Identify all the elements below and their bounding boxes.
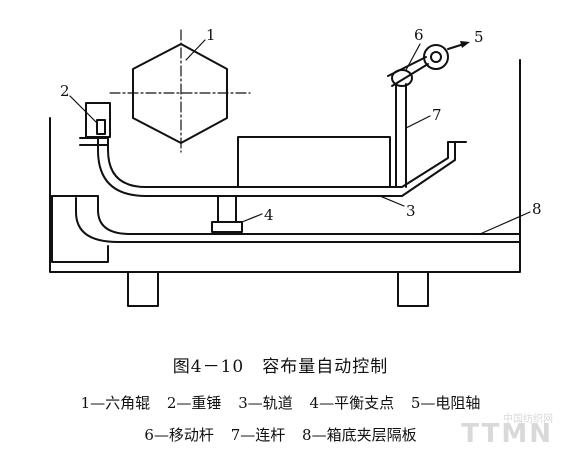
legend-row: 6—移动杆 7—连杆 8—箱底夹层隔板 — [0, 424, 561, 445]
leader-4 — [241, 213, 263, 223]
leader-1 — [185, 39, 206, 61]
leader-6 — [405, 43, 421, 71]
fulcrum-post — [217, 195, 237, 223]
weight-bracket — [79, 137, 109, 146]
fulcrum-base — [211, 221, 243, 233]
watermark-subtitle: 中国纺织网 — [503, 414, 553, 425]
shaft-arrow-head-icon — [460, 41, 470, 48]
moving-rod-hole — [430, 51, 442, 63]
moving-rod-link — [387, 56, 429, 87]
foot-left — [127, 271, 159, 307]
label-link-rod: 7 — [432, 106, 442, 124]
legend-item: 5—电阻轴 — [410, 394, 481, 412]
label-partition: 8 — [532, 200, 542, 218]
label-resistor-shaft: 5 — [474, 28, 484, 46]
platform-box — [237, 136, 391, 188]
label-moving-rod: 6 — [414, 26, 424, 44]
legend-item: 3—轨道 — [238, 394, 293, 412]
label-weight: 2 — [60, 82, 70, 100]
legend-row: 1—六角辊 2—重锤 3—轨道 4—平衡支点 5—电阻轴 — [0, 392, 561, 413]
watermark-brand: TTMN — [461, 419, 553, 449]
legend-item: 2—重锤 — [166, 394, 222, 412]
legend-item: 8—箱底夹层隔板 — [302, 426, 417, 444]
label-track: 3 — [406, 202, 416, 220]
watermark-logo: 中国纺织网 TTMN — [461, 415, 553, 449]
left-block — [51, 195, 109, 263]
foot-right — [397, 271, 429, 307]
leader-2 — [69, 95, 97, 123]
track-rail — [97, 137, 456, 197]
weight-core — [96, 119, 106, 135]
label-roller: 1 — [206, 26, 216, 44]
legend-item: 1—六角辊 — [80, 394, 151, 412]
leader-3 — [379, 195, 405, 207]
leader-8 — [479, 211, 531, 235]
legend-item: 6—移动杆 — [144, 426, 214, 444]
partition-plate — [51, 195, 521, 235]
label-fulcrum: 4 — [264, 206, 274, 224]
lower-plate — [75, 197, 521, 243]
tank-wall — [49, 59, 521, 273]
legend-item: 7—连杆 — [230, 426, 286, 444]
control-diagram: 1 2 3 4 5 6 7 8 — [49, 26, 542, 307]
link-rod — [395, 83, 407, 188]
legend-item: 4—平衡支点 — [309, 394, 395, 412]
leader-7 — [405, 115, 431, 129]
figure-title: 图4－10 容布量自动控制 — [172, 357, 389, 377]
